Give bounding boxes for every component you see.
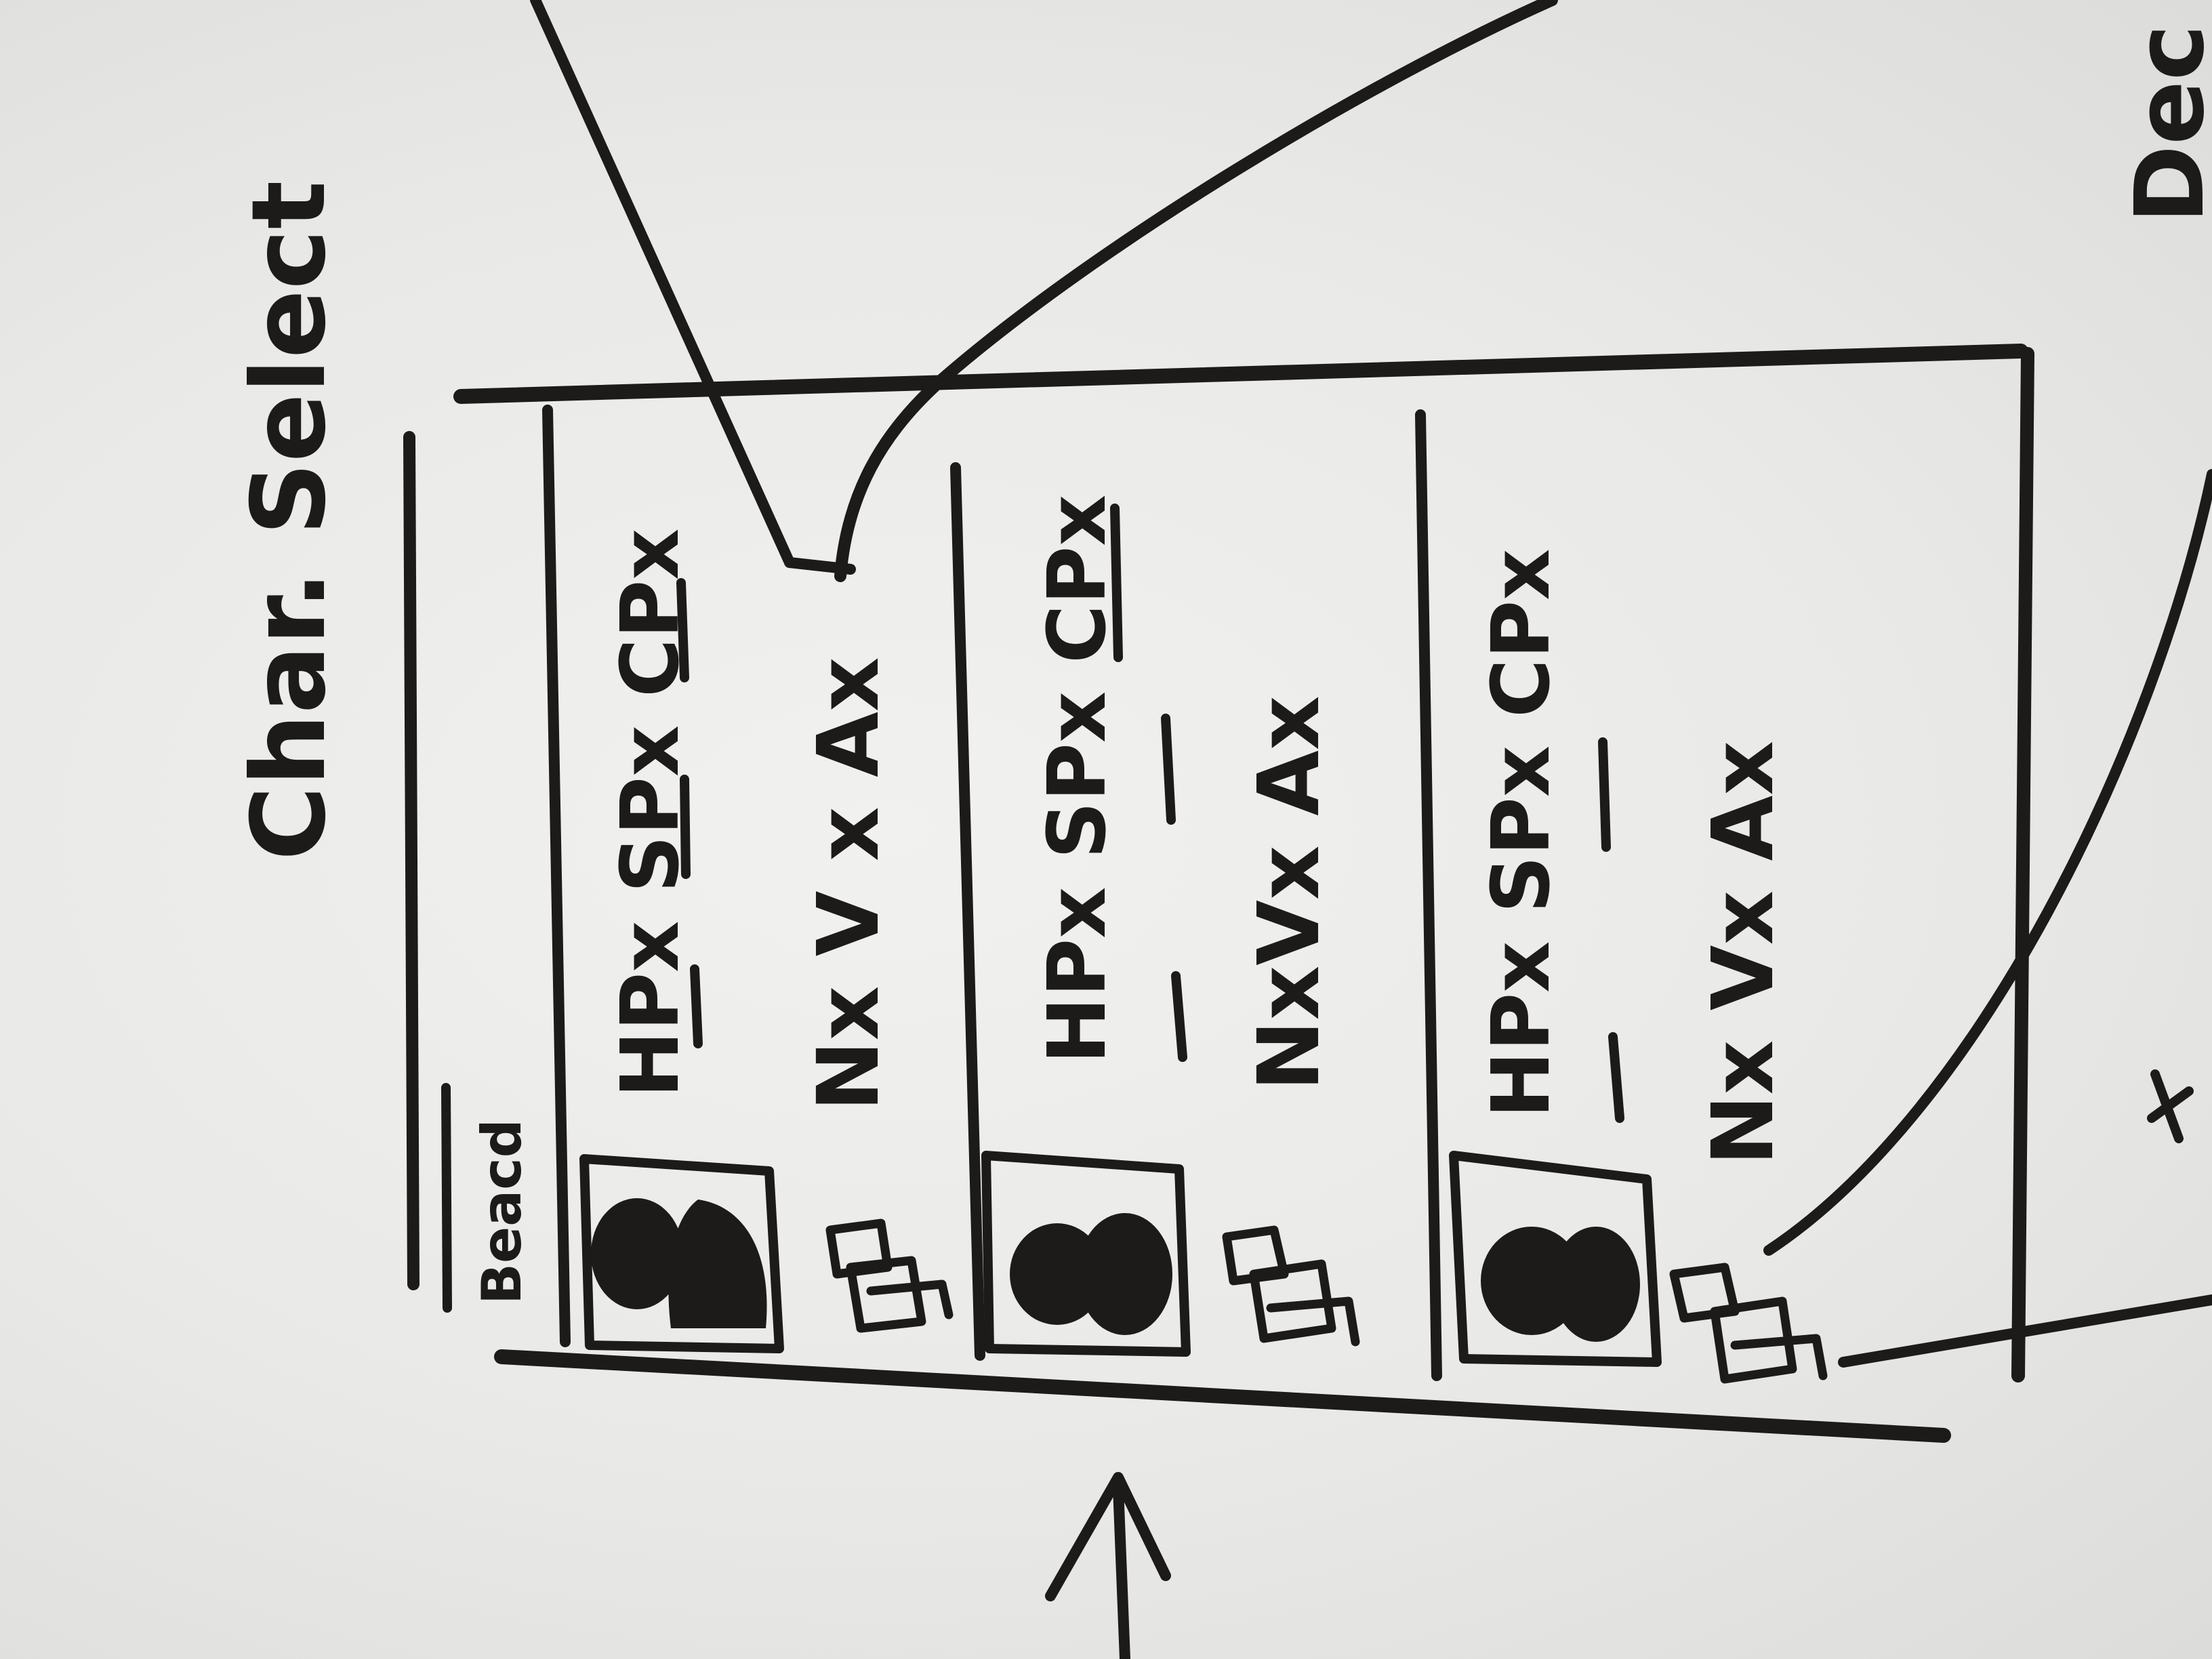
row-2-cards-icon: [1222, 1225, 1360, 1347]
row-2-portrait-icon: [981, 1151, 1191, 1357]
sidebar: [403, 431, 452, 1313]
sidebar-label: Beacd: [470, 1119, 533, 1305]
scroll-up-arrow[interactable]: [1045, 1472, 1171, 1659]
row-dividers: [542, 405, 1442, 1381]
row-3-cards-icon: [1669, 1263, 1828, 1384]
character-row-1[interactable]: HPx SPx CPx Nx V x Ax: [579, 529, 954, 1353]
row-1-actions: Nx V x Ax: [800, 657, 898, 1111]
row-1-cards-icon: [825, 1218, 954, 1333]
character-row-2[interactable]: HPx SPx CPx NxVx Ax: [981, 495, 1360, 1357]
row-3-portrait-icon: [1449, 1151, 1662, 1367]
page-title: Char. Select: [230, 181, 348, 861]
row-2-stats: HPx SPx CPx: [1030, 495, 1124, 1064]
row-3-actions: Nx Vx Ax: [1694, 741, 1793, 1166]
character-row-3[interactable]: HPx SPx CPx Nx Vx Ax: [1449, 549, 1828, 1384]
screen-frame: [453, 344, 2034, 1443]
connector-lines: [530, 0, 2212, 1368]
asterisk-mark: [2147, 1069, 2194, 1143]
row-1-portrait-icon: [579, 1154, 784, 1353]
edge-label: Dec: [2115, 24, 2212, 224]
row-2-actions: NxVx Ax: [1240, 696, 1338, 1092]
row-3-stats: HPx SPx CPx: [1474, 549, 1568, 1118]
